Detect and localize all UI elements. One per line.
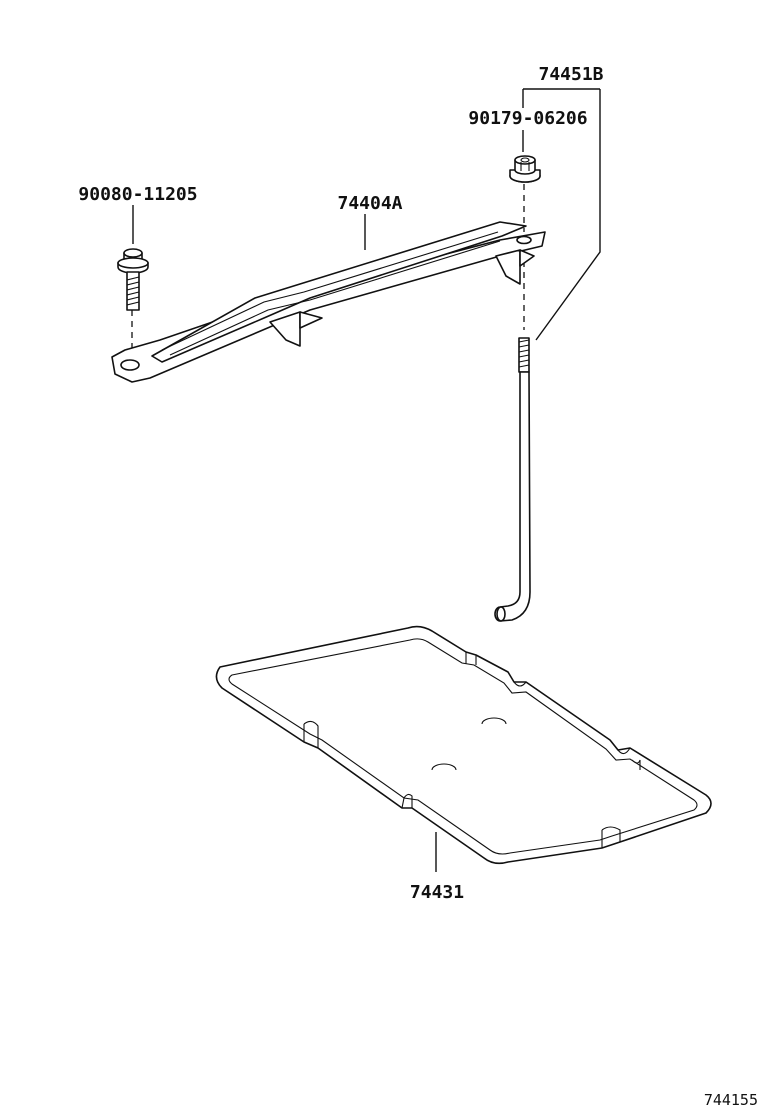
label-clamp: 74404A [337,193,402,214]
flange-bolt [117,248,149,311]
leader-lines [132,88,601,872]
figure-code: 744155 [704,1091,758,1109]
battery-tray [215,625,712,865]
flange-nut [509,155,541,183]
label-tray: 74431 [410,882,464,903]
label-nut: 90179-06206 [468,108,587,129]
label-bolt: 90080-11205 [78,184,197,205]
battery-clamp [111,221,546,383]
hold-down-rod [494,337,531,622]
label-hold-down-clamp-assembly: 74451B [538,64,603,85]
part-labels: 74451B 90179-06206 90080-11205 74404A 74… [78,64,603,903]
leader-74451b-bracket [522,88,601,341]
